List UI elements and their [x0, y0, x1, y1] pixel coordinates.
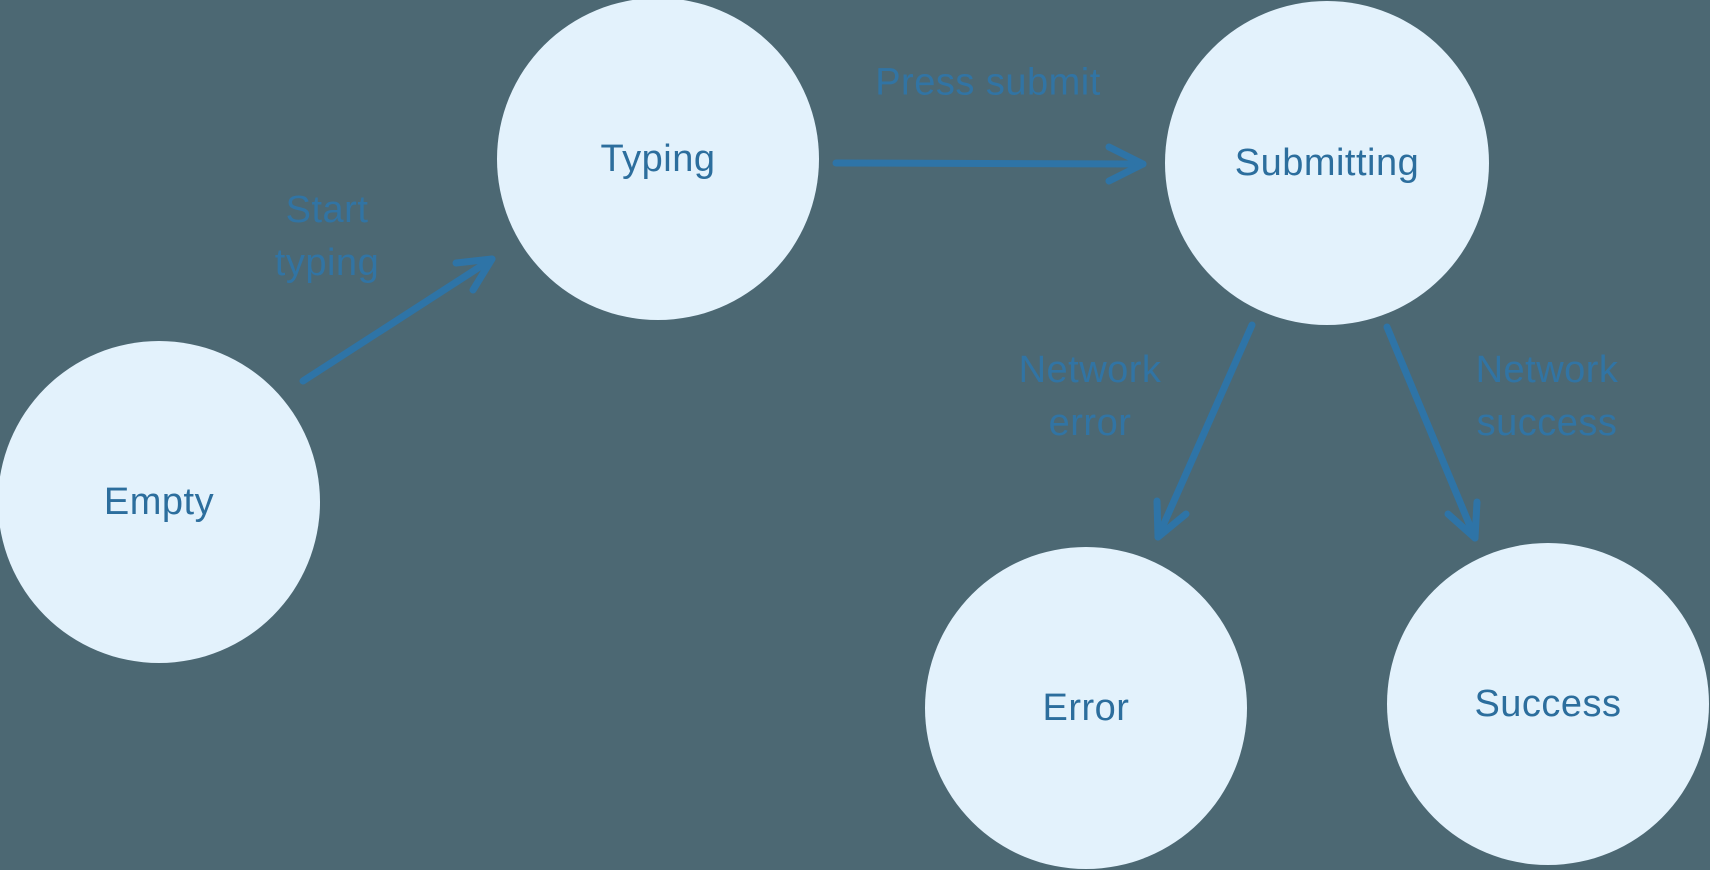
edge-label-line: Start	[285, 189, 369, 231]
edge-label-line: Press submit	[875, 61, 1101, 104]
state-label-empty: Empty	[103, 480, 215, 523]
edge-line	[1154, 321, 1256, 541]
state-node-submitting[interactable]: Submitting	[1165, 1, 1489, 325]
state-label-success: Success	[1474, 682, 1622, 725]
edge-label-line: typing	[274, 242, 380, 284]
state-node-success[interactable]: Success	[1387, 543, 1709, 865]
edge-empty-to-typing[interactable]	[299, 255, 496, 385]
arrowhead-icon	[1153, 497, 1190, 541]
edge-label-line: Network	[1018, 349, 1162, 391]
edge-submitting-to-error[interactable]	[1153, 321, 1256, 541]
state-node-typing[interactable]: Typing	[497, 0, 819, 320]
edge-label-line: success	[1476, 402, 1618, 444]
state-node-error[interactable]: Error	[925, 547, 1247, 869]
edge-label-press-submit[interactable]: Press submit	[875, 57, 1101, 110]
edge-submitting-to-success[interactable]	[1383, 323, 1481, 542]
edge-label-network-success[interactable]: Network success	[1476, 344, 1619, 450]
edge-label-start-typing[interactable]: Start typing	[275, 184, 379, 290]
edge-label-line: error	[1048, 402, 1132, 444]
edge-typing-to-submitting[interactable]	[832, 143, 1147, 185]
edge-label-network-error[interactable]: Network error	[1019, 344, 1162, 450]
arrowhead-icon	[1105, 143, 1147, 185]
state-label-error: Error	[1042, 686, 1130, 729]
edge-label-line: Network	[1475, 349, 1619, 391]
state-label-typing: Typing	[600, 137, 716, 180]
edge-line	[299, 255, 496, 385]
state-label-submitting: Submitting	[1234, 141, 1420, 184]
state-node-empty[interactable]: Empty	[0, 341, 320, 663]
edge-line	[1383, 323, 1479, 542]
arrowhead-icon	[452, 255, 496, 294]
arrowhead-icon	[1444, 498, 1481, 542]
edge-line	[832, 159, 1147, 168]
